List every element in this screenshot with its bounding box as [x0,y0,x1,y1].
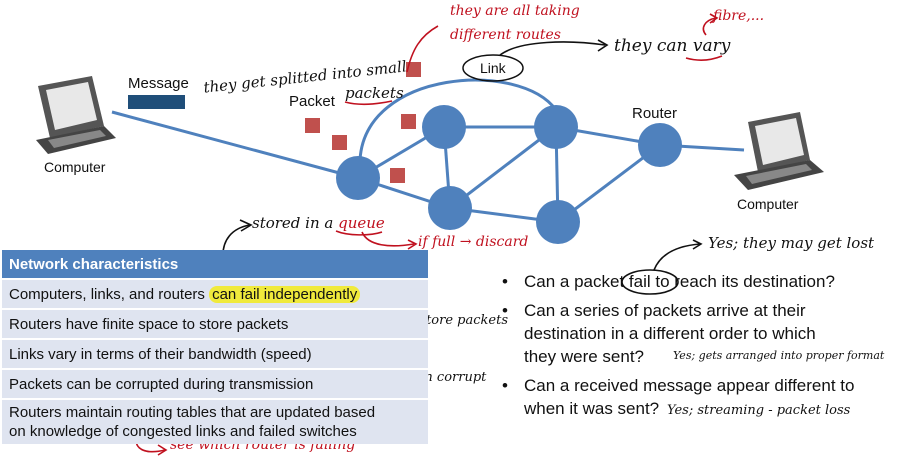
packet-square [390,168,405,183]
computer-left-icon [36,76,116,154]
annotation-yes-lost: Yes; they may get lost [708,234,875,252]
packet-square [406,62,421,77]
bullet-dot: • [502,272,508,291]
packets [305,62,421,183]
question-item: • Can a received message appear differen… [500,374,900,420]
row-highlight: can fail independently [209,285,361,303]
link-label-oval [462,54,524,82]
annotation-split-2: packets [345,84,404,102]
annotation-vary: vary [692,36,731,56]
computer-left-label: Computer [44,159,106,175]
table-row: Routers maintain routing tables that are… [2,398,428,444]
router-node [536,200,580,244]
link-label: Link [480,60,506,76]
row-text: Links vary in terms of their bandwidth (… [9,345,312,363]
questions-list: • Can a packet fail to reach its destina… [500,270,900,426]
packet-square [401,114,416,129]
question-line: Can a received message appear different … [524,376,855,395]
router-node [534,105,578,149]
annotation-taking-routes-2: different routes [450,27,561,43]
table-row: Routers have finite space to store packe… [2,308,428,338]
table-row: Packets can be corrupted during transmis… [2,368,428,398]
question-line: they were sent? [524,347,645,366]
router-node [336,156,380,200]
message-bar [128,95,185,109]
computer-right-icon [734,112,824,190]
network-characteristics-table: Network characteristics Computers, links… [2,250,428,444]
annotation-if-full: if full → discard [418,234,529,250]
annotation-stored-text: stored in a [252,214,339,232]
annotation-queue: queue [338,214,385,232]
router-label: Router [632,105,678,122]
router-node [638,123,682,167]
annotation-taking-routes-1: they are all taking [450,3,580,19]
packet-square [332,135,347,150]
annotation-fibre: fibre,... [713,8,765,24]
link-c-d [449,125,557,210]
table-row: Links vary in terms of their bandwidth (… [2,338,428,368]
router-node [428,186,472,230]
router-node [422,105,466,149]
row-text-line-1: Routers maintain routing tables that are… [9,404,376,421]
annotation-stored: stored in a queue [252,214,385,232]
annotation-they-can: they can [614,36,693,56]
link-curved [358,78,558,161]
router-nodes [336,105,682,244]
packet-label: Packet [289,93,335,110]
question-line: destination in a different order to whic… [524,324,816,343]
bullet-dot: • [502,376,508,395]
annotation-yes-arranged: Yes; gets arranged into proper format [673,349,885,362]
row-text: Computers, links, and routers [9,285,210,303]
bullet-dot: • [502,301,508,320]
question-item: • Can a series of packets arrive at thei… [500,299,900,368]
question-line: Can a series of packets arrive at their [524,301,806,320]
computer-right-label: Computer [737,196,799,212]
question-item: • Can a packet fail to reach its destina… [500,270,900,293]
row-text: Routers have finite space to store packe… [9,315,289,333]
annotation-yes-streaming: Yes; streaming - packet loss [667,403,851,418]
link-computer-left [111,110,359,180]
annotation-they-can-vary: they can vary [614,36,730,56]
packet-square [305,118,320,133]
question-line: when it was sent? [524,399,660,418]
table-header: Network characteristics [2,250,428,278]
row-text: Packets can be corrupted during transmis… [9,375,314,393]
table-row: Computers, links, and routers can fail i… [2,278,428,308]
message-label: Message [128,75,189,92]
question-line: Can a packet fail to reach its destinati… [524,272,835,291]
row-text-line-2: on knowledge of congested links and fail… [9,423,357,440]
